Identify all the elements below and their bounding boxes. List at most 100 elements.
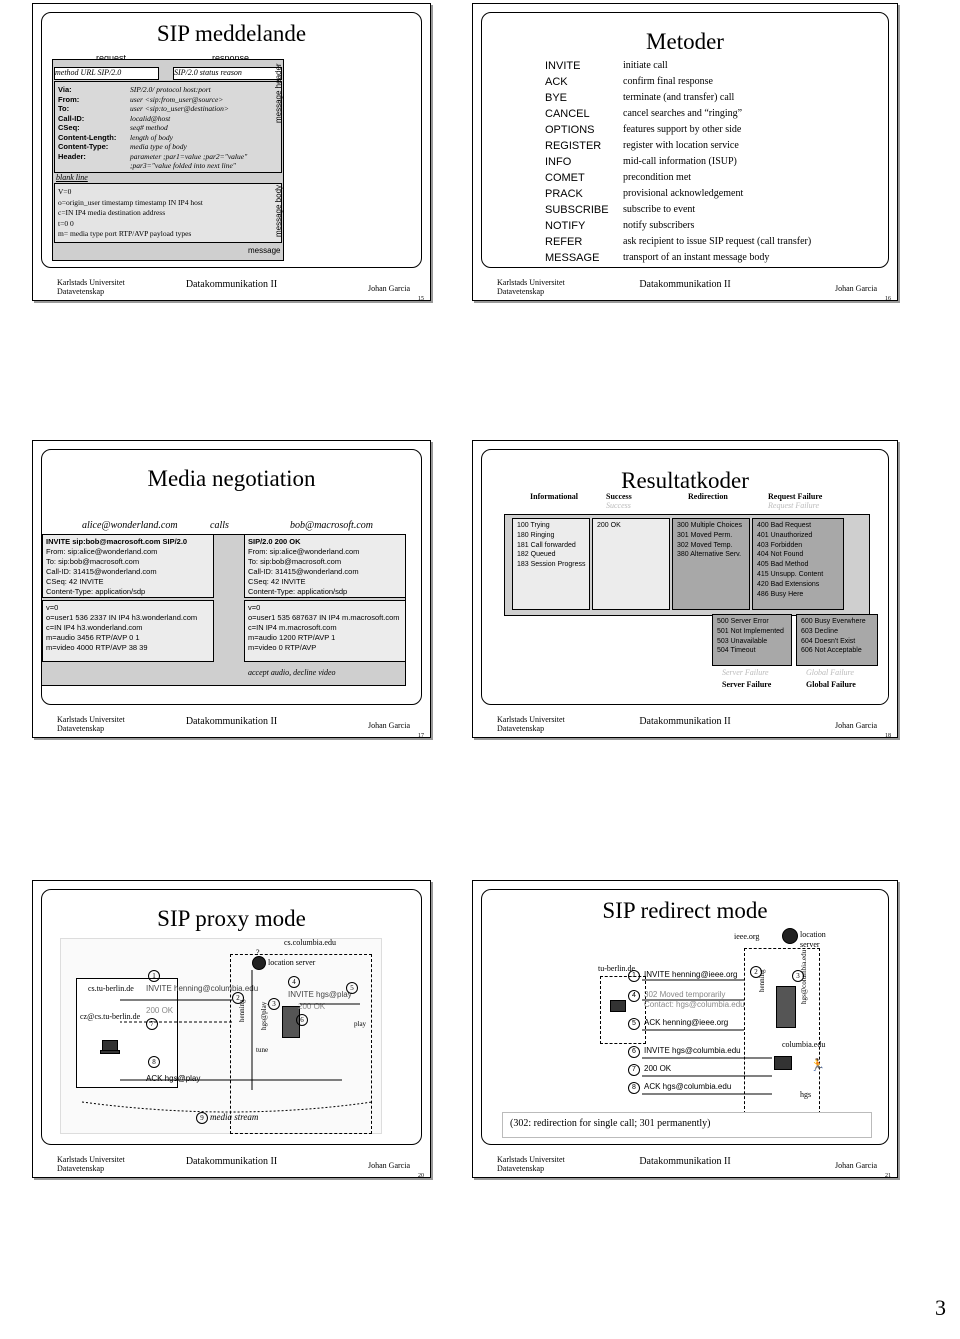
result-code: 180 Ringing	[517, 531, 555, 539]
redirect-arrows	[642, 979, 772, 1095]
slide-sip-meddelande: SIP meddelande request response method U…	[32, 3, 431, 301]
start-line-response: SIP/2.0 status reason	[173, 67, 282, 80]
footer-course: Datakommunikation II	[185, 279, 278, 290]
sdp-line: To: sip:bob@macrosoft.com	[46, 557, 140, 566]
header-row: CSeq:seq# method	[58, 123, 278, 132]
user-a-label: cz@cs.tu-berlin.de	[80, 1012, 141, 1021]
footer-course: Datakommunikation II	[639, 716, 731, 727]
header-redirection: Redirection	[688, 492, 728, 501]
message-header-label: message header	[274, 63, 283, 123]
step-text: Contact: hgs@columbia.edu	[644, 1000, 745, 1009]
sdp-line: To: sip:bob@macrosoft.com	[248, 557, 342, 566]
method-description: provisional acknowledgement	[623, 188, 744, 199]
keyboard-icon	[100, 1050, 120, 1054]
header-row: Via:SIP/2.0/ protocol host:port	[58, 85, 278, 94]
sdp-line: o=user1 535 687637 IN IP4 m.macrosoft.co…	[248, 613, 400, 622]
footer-department: Datavetenskap	[497, 724, 545, 733]
footer-university: Karlstads Universitet	[57, 1155, 125, 1164]
method-description: initiate call	[623, 60, 668, 71]
header-name: Content-Type:	[58, 142, 109, 151]
slide-title: SIP proxy mode	[157, 906, 306, 931]
step-text: INVITE henning@ieee.org	[644, 970, 738, 979]
sdp-line: Content-Type: application/sdp	[46, 587, 146, 596]
start-line-request-text: method URL SIP/2.0	[55, 68, 122, 77]
method-name: NOTIFY	[545, 220, 586, 232]
header-value: parameter ;par1=value ;par2="value"	[130, 151, 248, 161]
footer-university: Karlstads Universitet	[57, 278, 125, 287]
step-text: INVITE hgs@columbia.edu	[644, 1046, 741, 1055]
caller-address: alice@wonderland.com	[82, 520, 178, 531]
sdp-line: v=0	[248, 603, 261, 612]
start-line-response-text: SIP/2.0 status reason	[174, 68, 242, 77]
body-line: m= media type port RTP/AVP payload types	[58, 229, 192, 238]
calls-label: calls	[210, 520, 229, 531]
step-4-num: 4	[288, 976, 300, 988]
sdp-line: CSeq: 42 INVITE	[248, 577, 306, 586]
step-6-num: 6	[296, 1014, 308, 1026]
footer-author: Johan Garcia	[835, 1161, 877, 1170]
sdp-line: c=IN IP4 h3.wonderland.com	[46, 623, 143, 632]
header-success: Success	[606, 492, 632, 501]
step-number-circle: 7	[628, 1064, 640, 1076]
header-informational: Informational	[530, 492, 578, 501]
footer-course: Datakommunikation II	[185, 716, 278, 727]
result-code: 486 Busy Here	[757, 590, 804, 598]
sdp-line: SIP/2.0 200 OK	[248, 537, 301, 546]
callee-address: bob@macrosoft.com	[290, 520, 373, 531]
slide-number: 17	[418, 733, 424, 738]
result-code: 302 Moved Temp.	[677, 541, 733, 549]
footer-department: Datavetenskap	[57, 724, 105, 733]
footer-course: Datakommunikation II	[639, 279, 731, 290]
footer-author: Johan Garcia	[835, 721, 877, 730]
proxy-arrows	[81, 970, 373, 1113]
result-code: 415 Unsupp. Content	[757, 571, 824, 578]
step-7-circle: 7	[146, 1018, 158, 1030]
step-8-circle: 8	[148, 1056, 160, 1068]
globe-icon	[252, 956, 266, 970]
result-code: 603 Decline	[801, 627, 838, 635]
caption-box	[502, 1112, 872, 1138]
method-name: BYE	[545, 92, 568, 104]
result-code: 504 Timeout	[717, 647, 756, 655]
step-9-circle: 9	[196, 1112, 208, 1124]
method-name: COMET	[545, 172, 585, 184]
method-description: transport of an instant message body	[623, 252, 770, 263]
sdp-line: From: sip:alice@wonderland.com	[46, 547, 158, 556]
step-number-circle: 8	[628, 1082, 640, 1094]
header-row: Header: parameter ;par1=value ;par2="valu…	[58, 152, 278, 161]
slide-frame: SIP meddelande request response method U…	[41, 12, 422, 268]
header-row: Content-Type:media type of body	[58, 142, 278, 151]
slide-frame: SIP redirect mode ieee.org location serv…	[481, 889, 889, 1145]
slide-sip-redirect-mode: SIP redirect mode ieee.org location serv…	[472, 880, 898, 1178]
tu-berlin-box	[600, 976, 646, 1044]
result-code: 405 Bad Method	[757, 561, 809, 569]
result-code: 606 Not Acceptable	[801, 647, 862, 655]
header-name: To:	[58, 104, 70, 113]
header-value: SIP/2.0/ protocol host:port	[130, 85, 211, 94]
method-description: confirm final response	[623, 76, 713, 87]
footer-university: Karlstads Universitet	[497, 715, 565, 724]
slide-number: 15	[418, 296, 424, 301]
step-2-circle: 2	[232, 992, 244, 1004]
header-name: Header:	[58, 151, 86, 161]
sdp-line: m=video 0 RTP/AVP	[248, 643, 317, 652]
